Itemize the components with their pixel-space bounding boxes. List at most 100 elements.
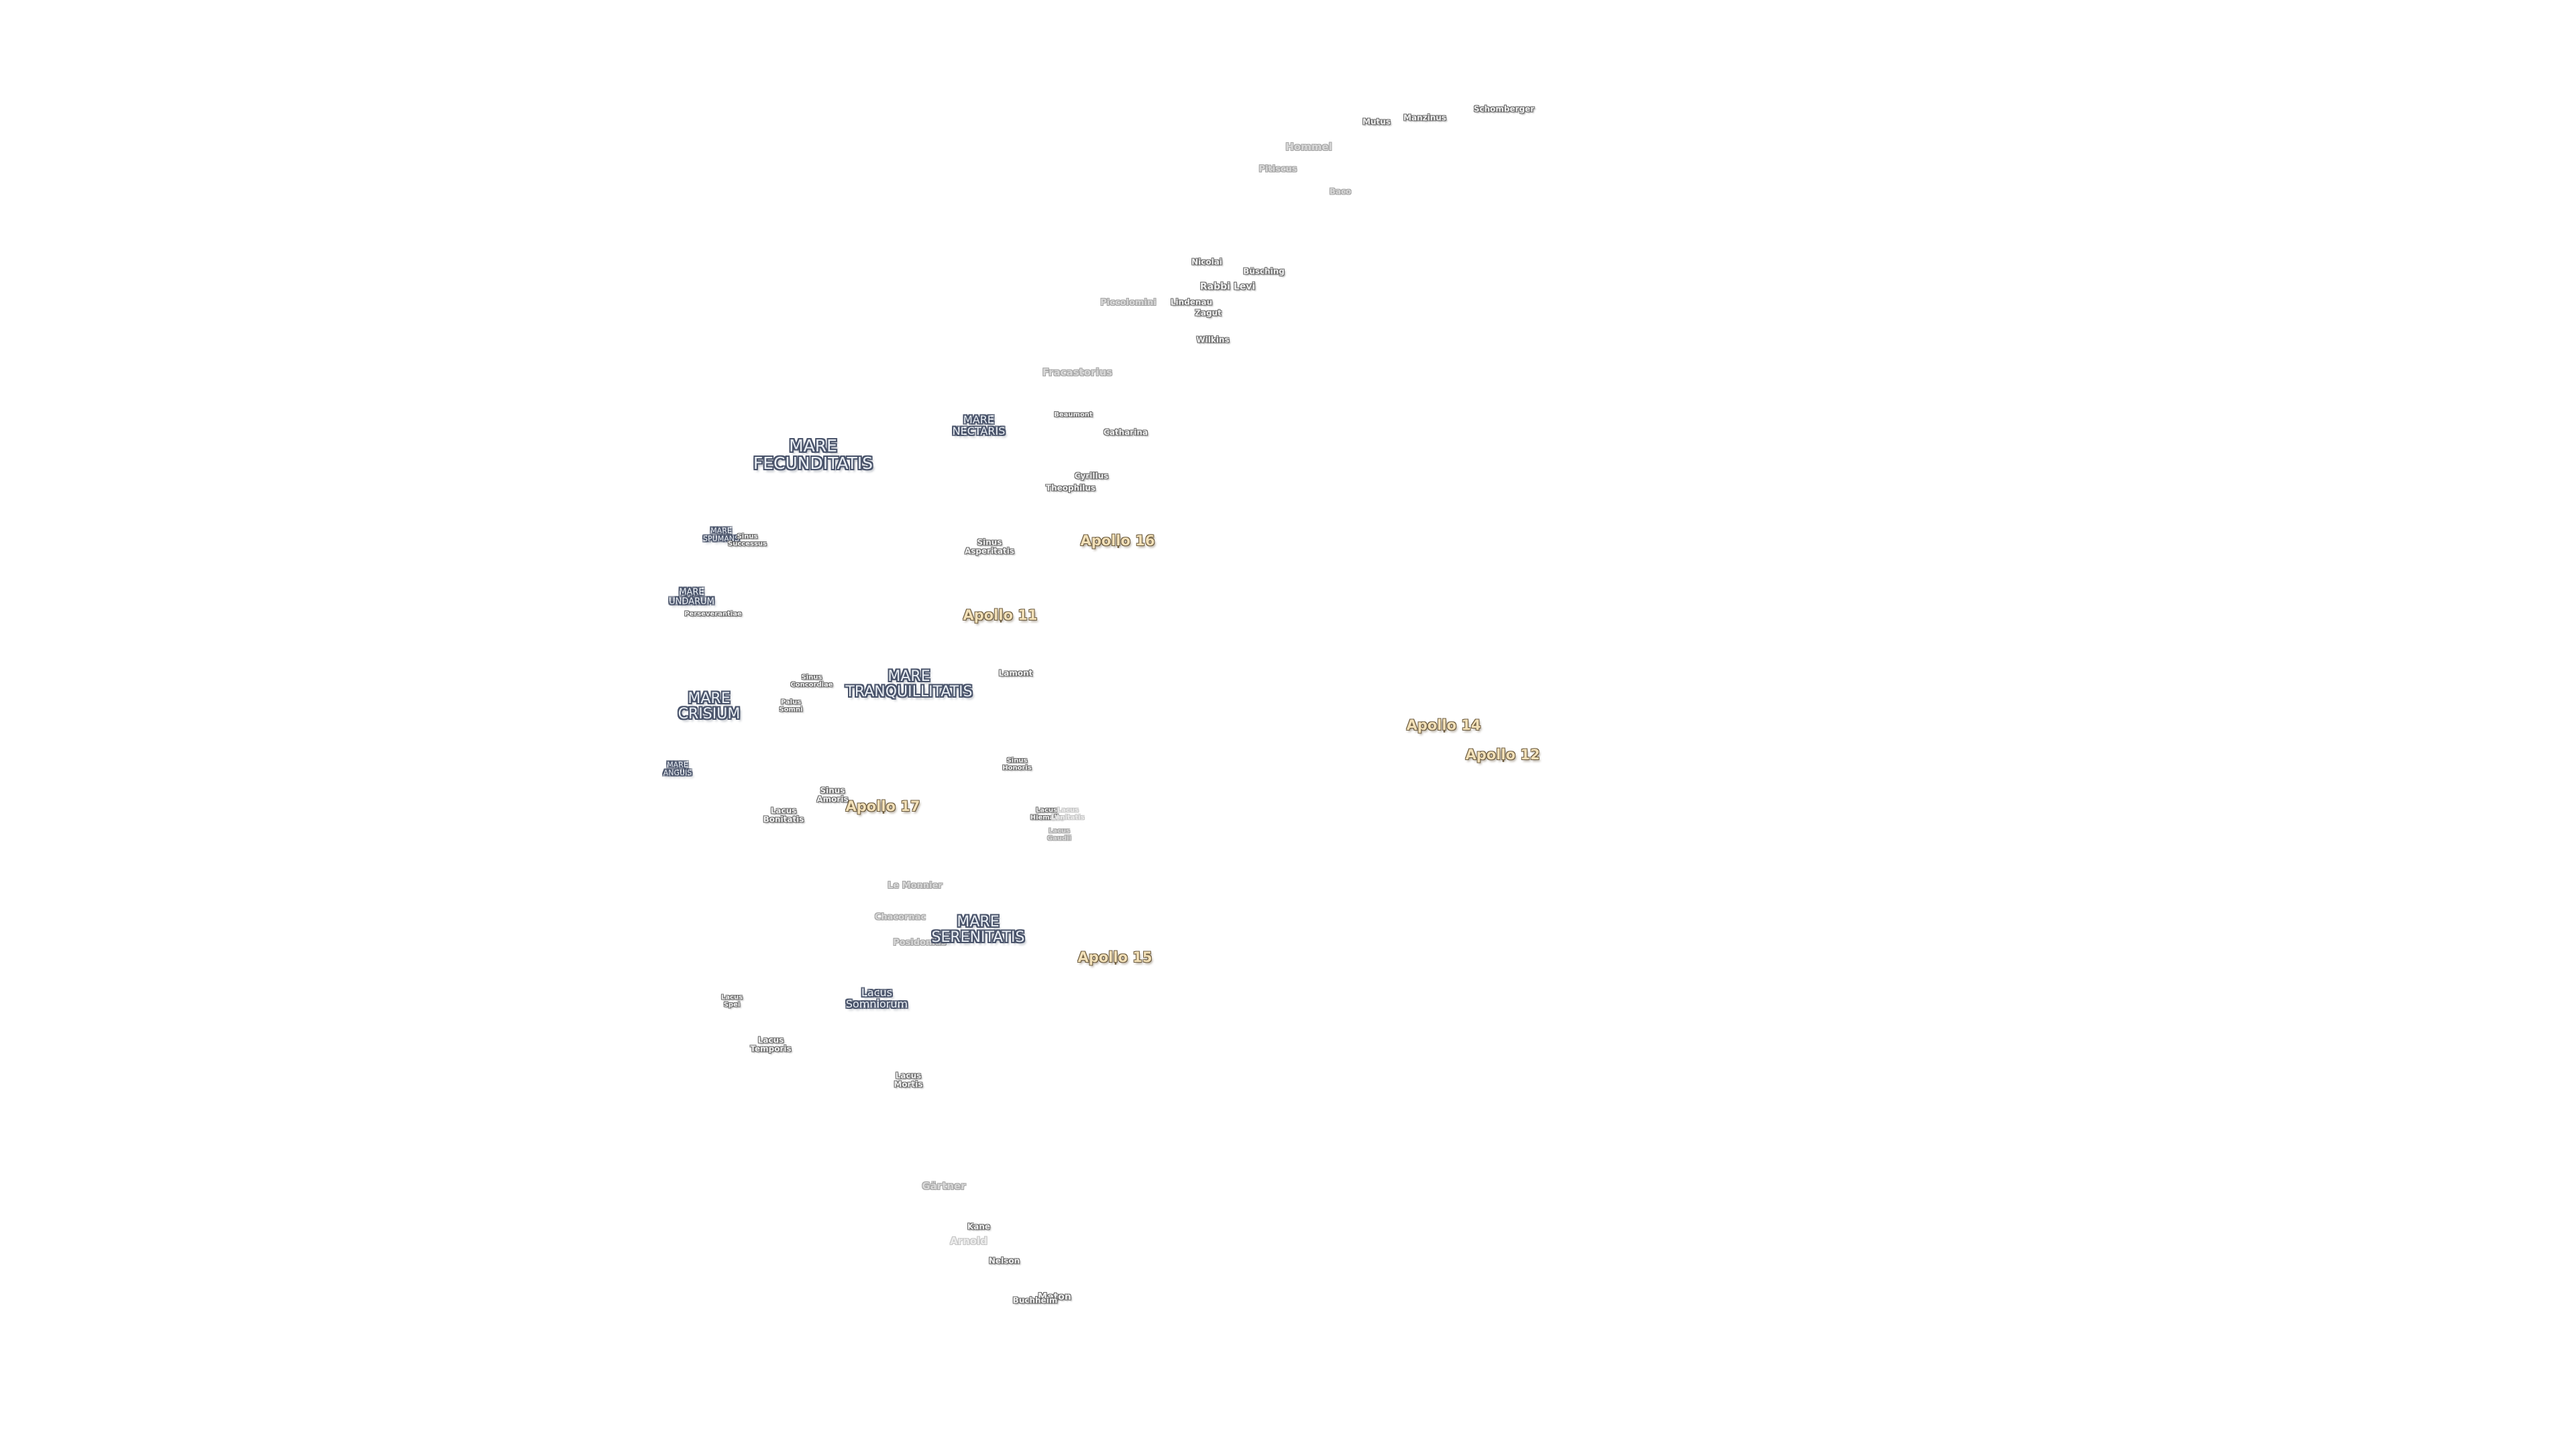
crater-label-schomberger[interactable]: Schomberger bbox=[1473, 104, 1535, 114]
marsh-label-palus-somni[interactable]: Palus Somni bbox=[779, 698, 803, 714]
mare-label-anguis[interactable]: MARE ANGUIS bbox=[663, 761, 692, 776]
mare-nectaris-line-1: MARE bbox=[963, 413, 994, 427]
bay-label-sinus-honoris[interactable]: Sinus Honoris bbox=[1002, 757, 1032, 772]
mare-crisium-line-2: CRISIUM bbox=[678, 706, 741, 722]
landing-site-apollo-15[interactable]: Apollo 15 bbox=[1077, 950, 1152, 965]
crater-label-chacornac[interactable]: Chacornac bbox=[874, 912, 926, 923]
landing-site-apollo-12[interactable]: Apollo 12 bbox=[1465, 747, 1540, 762]
palus-somni-line-2: Somni bbox=[779, 706, 803, 713]
mare-anguis-line-1: MARE bbox=[667, 760, 688, 769]
sinus-concordiae-line-1: Sinus bbox=[801, 674, 822, 682]
mare-label-tranquillitatis[interactable]: MARE TRANQUILLITATIS bbox=[845, 669, 972, 700]
palus-somni-line-1: Palus bbox=[780, 698, 802, 706]
lake-label-lacus-bonitatis[interactable]: Lacus Bonitatis bbox=[763, 806, 804, 823]
lake-label-lacus-somniorum[interactable]: Lacus Somniorum bbox=[846, 987, 908, 1010]
crater-label-posidonius[interactable]: Posidonius bbox=[893, 938, 947, 949]
crater-label-perseverantiae[interactable]: Perseverantiae bbox=[684, 610, 742, 618]
crater-label-mutus[interactable]: Mutus bbox=[1362, 117, 1391, 127]
crater-label-arnold[interactable]: Arnold bbox=[950, 1235, 987, 1248]
lacus-temporis-line-2: Temporis bbox=[750, 1044, 792, 1053]
crater-label-le-monnier[interactable]: Le Monnier bbox=[888, 881, 943, 892]
bay-label-sinus-amoris[interactable]: Sinus Amoris bbox=[816, 786, 848, 803]
mare-label-fecunditatis[interactable]: MARE FECUNDITATIS bbox=[753, 437, 873, 473]
lacus-somniorum-line-1: Lacus bbox=[861, 986, 892, 1000]
mare-label-undarum[interactable]: MARE UNDARUM bbox=[669, 588, 714, 606]
sinus-concordiae-line-2: Concordiae bbox=[790, 681, 833, 688]
crater-label-theophilus[interactable]: Theophilus bbox=[1045, 483, 1096, 493]
mare-label-spumans[interactable]: MARE SPUMANS bbox=[703, 527, 739, 542]
mare-spumans-line-1: MARE bbox=[710, 526, 732, 535]
mare-undarum-line-2: UNDARUM bbox=[669, 596, 714, 606]
lake-label-lacus-mortis[interactable]: Lacus Mortis bbox=[894, 1071, 922, 1088]
mare-label-nectaris[interactable]: MARE NECTARIS bbox=[952, 413, 1006, 437]
bay-label-sinus-asperitatis[interactable]: Sinus Asperitatis bbox=[965, 538, 1014, 555]
crater-label-hommel[interactable]: Hommel bbox=[1285, 141, 1332, 154]
lacus-lenitatis-line-2: Lenitatis bbox=[1051, 814, 1085, 821]
crater-label-nelson[interactable]: Nelson bbox=[988, 1256, 1020, 1266]
lake-label-lacus-lenitatis[interactable]: Lacus Lenitatis bbox=[1051, 806, 1085, 822]
apollo-17-marker-icon bbox=[881, 812, 884, 814]
sinus-amoris-line-1: Sinus bbox=[820, 786, 845, 796]
lacus-hiemalis-line-1: Lacus bbox=[1035, 806, 1058, 814]
mare-spumans-line-2: SPUMANS bbox=[703, 534, 739, 543]
crater-label-manzinus[interactable]: Manzinus bbox=[1403, 113, 1446, 123]
crater-label-lamont[interactable]: Lamont bbox=[998, 668, 1033, 678]
bay-label-sinus-concordiae[interactable]: Sinus Concordiae bbox=[790, 674, 833, 689]
landing-site-apollo-17[interactable]: Apollo 17 bbox=[845, 799, 920, 814]
landing-site-apollo-14[interactable]: Apollo 14 bbox=[1406, 718, 1481, 733]
sinus-honoris-line-1: Sinus bbox=[1006, 757, 1028, 765]
crater-label-gartner[interactable]: Gärtner bbox=[922, 1180, 966, 1193]
crater-label-zagut[interactable]: Zagut bbox=[1195, 308, 1222, 318]
crater-label-nicolai[interactable]: Nicolai bbox=[1191, 257, 1222, 267]
mare-serenitatis-line-2: SERENITATIS bbox=[931, 929, 1025, 946]
lake-label-lacus-gaudii[interactable]: Lacus Gaudii bbox=[1047, 828, 1071, 843]
apollo-15-label: Apollo 15 bbox=[1077, 949, 1152, 965]
apollo-12-marker-icon bbox=[1501, 760, 1504, 763]
crater-label-meton[interactable]: Meton bbox=[1038, 1291, 1071, 1303]
landing-site-apollo-16[interactable]: Apollo 16 bbox=[1080, 533, 1155, 548]
mare-crisium-line-1: MARE bbox=[688, 690, 731, 707]
lake-label-lacus-hiemalis[interactable]: Lacus Hiemalis bbox=[1030, 806, 1063, 822]
sinus-asperitatis-line-1: Sinus bbox=[977, 537, 1002, 547]
crater-label-kane[interactable]: Kane bbox=[967, 1222, 991, 1232]
crater-label-cyrillus[interactable]: Cyrillus bbox=[1074, 471, 1109, 481]
lacus-gaudii-line-2: Gaudii bbox=[1046, 835, 1072, 842]
mare-serenitatis-line-1: MARE bbox=[957, 913, 1000, 930]
crater-label-rabbi-levi[interactable]: Rabbi Levi bbox=[1199, 281, 1256, 292]
apollo-11-label: Apollo 11 bbox=[963, 606, 1038, 623]
lake-label-lacus-spei[interactable]: Lacus Spei bbox=[721, 994, 743, 1009]
crater-label-catharina[interactable]: Catharina bbox=[1104, 427, 1148, 437]
bay-label-sinus-successus[interactable]: Sinus Successus bbox=[728, 533, 767, 548]
lacus-temporis-line-1: Lacus bbox=[757, 1035, 784, 1045]
crater-label-piccolomini[interactable]: Piccolomini bbox=[1100, 298, 1157, 309]
sinus-successus-line-2: Successus bbox=[728, 540, 767, 547]
lacus-lenitatis-line-1: Lacus bbox=[1057, 806, 1079, 814]
mare-label-serenitatis[interactable]: MARE SERENITATIS bbox=[932, 914, 1025, 945]
apollo-15-marker-icon bbox=[1114, 963, 1116, 965]
apollo-11-marker-icon bbox=[999, 621, 1002, 623]
apollo-14-marker-icon bbox=[1442, 731, 1445, 733]
crater-label-baco[interactable]: Baco bbox=[1329, 186, 1352, 197]
crater-label-busching[interactable]: Büsching bbox=[1243, 266, 1285, 276]
apollo-16-marker-icon bbox=[1116, 546, 1119, 549]
sinus-asperitatis-line-2: Asperitatis bbox=[964, 546, 1015, 555]
lacus-mortis-line-2: Mortis bbox=[894, 1079, 923, 1089]
crater-label-buchheim[interactable]: Buchheim bbox=[1012, 1295, 1058, 1305]
crater-label-wilkins[interactable]: Wilkins bbox=[1196, 335, 1230, 345]
mare-nectaris-line-2: NECTARIS bbox=[952, 425, 1006, 437]
crater-label-fracastorius[interactable]: Fracastorius bbox=[1042, 366, 1113, 379]
crater-label-pitiscus[interactable]: Pitiscus bbox=[1258, 164, 1297, 175]
apollo-17-label: Apollo 17 bbox=[845, 798, 920, 814]
apollo-12-label: Apollo 12 bbox=[1465, 746, 1540, 763]
landing-site-apollo-11[interactable]: Apollo 11 bbox=[963, 608, 1037, 623]
crater-label-beaumont[interactable]: Beaumont bbox=[1054, 411, 1093, 419]
lacus-bonitatis-line-2: Bonitatis bbox=[763, 814, 804, 824]
sinus-honoris-line-2: Honoris bbox=[1002, 764, 1032, 771]
lake-label-lacus-temporis[interactable]: Lacus Temporis bbox=[750, 1036, 791, 1053]
mare-label-crisium[interactable]: MARE CRISIUM bbox=[678, 691, 741, 722]
lacus-bonitatis-line-1: Lacus bbox=[770, 806, 797, 816]
apollo-14-label: Apollo 14 bbox=[1406, 716, 1481, 733]
mare-fecunditatis-line-1: MARE bbox=[789, 435, 837, 455]
crater-label-lindenau[interactable]: Lindenau bbox=[1170, 297, 1213, 307]
